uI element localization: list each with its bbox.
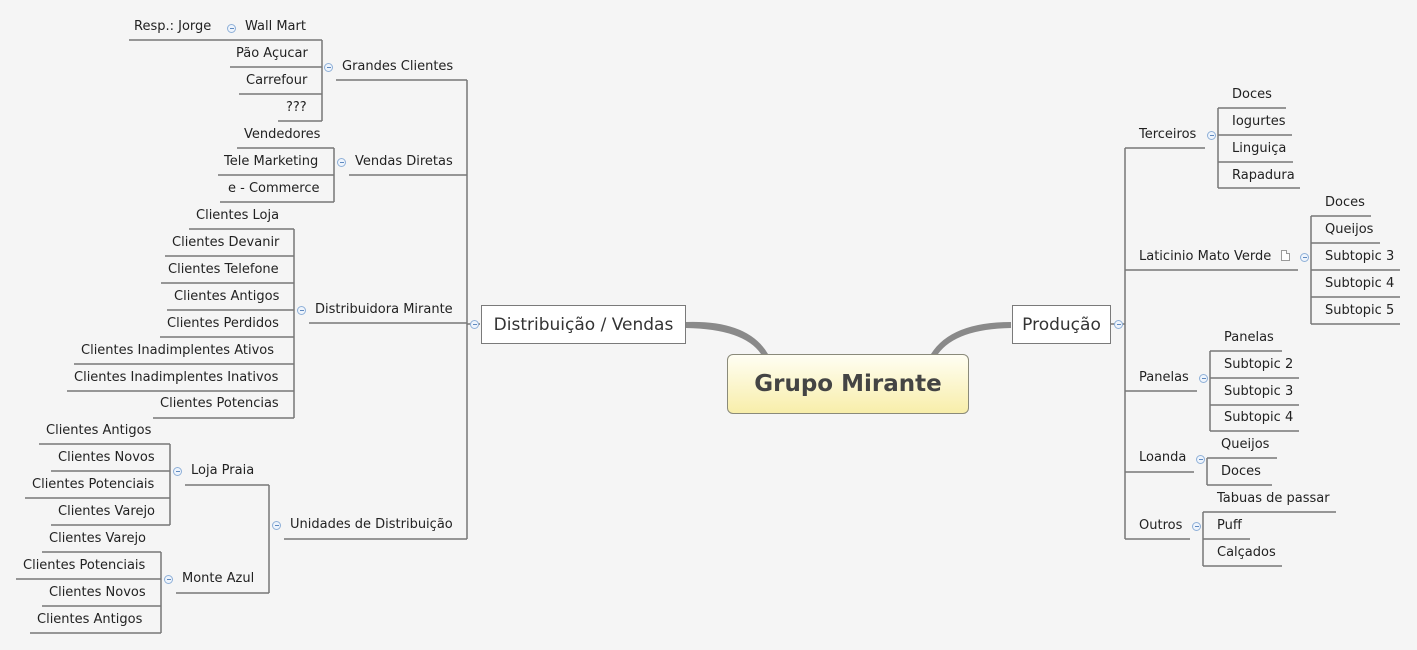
subtopic-item[interactable]: Clientes Antigos [37, 612, 143, 627]
subtopic-item[interactable]: Subtopic 4 [1325, 276, 1395, 291]
subtopic-item[interactable]: ??? [286, 100, 307, 115]
collapse-icon[interactable] [1300, 253, 1309, 262]
collapse-icon[interactable] [324, 63, 333, 72]
topic-panelas[interactable]: Panelas [1139, 370, 1189, 385]
topic-distribuidora-mirante[interactable]: Distribuidora Mirante [315, 302, 453, 317]
subtopic-item[interactable]: Pão Açucar [236, 46, 308, 61]
collapse-icon[interactable] [227, 24, 236, 33]
subtopic-item[interactable]: Clientes Varejo [49, 531, 147, 546]
subtopic-item[interactable]: e - Commerce [228, 181, 320, 196]
subtopic-item[interactable]: Clientes Perdidos [167, 316, 279, 331]
topic-outros[interactable]: Outros [1139, 518, 1183, 533]
collapse-icon[interactable] [272, 521, 281, 530]
collapse-icon[interactable] [470, 320, 479, 329]
subtopic-item[interactable]: Clientes Varejo [58, 504, 156, 519]
collapse-icon[interactable] [337, 158, 346, 167]
subtopic-item[interactable]: Doces [1325, 195, 1365, 210]
subtopic-item[interactable]: Queijos [1325, 222, 1374, 237]
collapse-icon[interactable] [173, 467, 182, 476]
subtopic-item[interactable]: Queijos [1221, 437, 1270, 452]
collapse-icon[interactable] [297, 306, 306, 315]
subtopic-item[interactable]: Subtopic 4 [1224, 410, 1294, 425]
subtopic-item[interactable]: Clientes Antigos [174, 289, 280, 304]
subtopic-item[interactable]: Calçados [1217, 545, 1276, 560]
note-icon[interactable] [1281, 250, 1290, 261]
subtopic-item[interactable]: Clientes Novos [49, 585, 146, 600]
main-topic-producao[interactable]: Produção [1012, 305, 1111, 344]
main-topic-distribuicao[interactable]: Distribuição / Vendas [481, 305, 686, 344]
topic-unidades-distribuicao[interactable]: Unidades de Distribuição [290, 517, 453, 532]
collapse-icon[interactable] [1192, 522, 1201, 531]
subtopic-item[interactable]: Wall Mart [245, 19, 306, 34]
topic-vendas-diretas[interactable]: Vendas Diretas [355, 154, 453, 169]
collapse-icon[interactable] [1114, 320, 1123, 329]
subtopic-item[interactable]: Doces [1221, 464, 1261, 479]
subtopic-item[interactable]: Clientes Loja [196, 208, 280, 223]
subtopic-item[interactable]: Puff [1217, 518, 1242, 533]
subtopic-item[interactable]: Subtopic 3 [1325, 249, 1395, 264]
subtopic-item[interactable]: Clientes Potencias [160, 396, 279, 411]
subtopic-item[interactable]: Clientes Telefone [168, 262, 279, 277]
subtopic-item[interactable]: Subtopic 3 [1224, 384, 1294, 399]
collapse-icon[interactable] [1196, 455, 1205, 464]
subtopic-item[interactable]: Iogurtes [1232, 114, 1286, 129]
subtopic-item[interactable]: Clientes Novos [58, 450, 155, 465]
topic-monte-azul[interactable]: Monte Azul [182, 571, 255, 586]
subtopic-item[interactable]: Clientes Inadimplentes Ativos [81, 343, 275, 358]
subtopic-item[interactable]: Clientes Potenciais [23, 558, 146, 573]
subtopic-item[interactable]: Clientes Antigos [46, 423, 152, 438]
subtopic-item[interactable]: Subtopic 5 [1325, 303, 1395, 318]
collapse-icon[interactable] [1207, 131, 1216, 140]
subtopic-item[interactable]: Doces [1232, 87, 1272, 102]
topic-loja-praia[interactable]: Loja Praia [191, 463, 255, 478]
central-topic[interactable]: Grupo Mirante [727, 354, 969, 414]
resp-label: Resp.: Jorge [134, 19, 212, 34]
subtopic-item[interactable]: Clientes Potenciais [32, 477, 155, 492]
subtopic-item[interactable]: Clientes Devanir [172, 235, 280, 250]
collapse-icon[interactable] [164, 575, 173, 584]
topic-loanda[interactable]: Loanda [1139, 450, 1187, 465]
subtopic-item[interactable]: Tabuas de passar [1217, 491, 1330, 506]
subtopic-item[interactable]: Linguiça [1232, 141, 1287, 156]
subtopic-item[interactable]: Clientes Inadimplentes Inativos [74, 370, 279, 385]
subtopic-item[interactable]: Carrefour [246, 73, 308, 88]
topic-terceiros[interactable]: Terceiros [1139, 127, 1197, 142]
collapse-icon[interactable] [1199, 374, 1208, 383]
subtopic-item[interactable]: Rapadura [1232, 168, 1295, 183]
subtopic-item[interactable]: Vendedores [244, 127, 321, 142]
subtopic-item[interactable]: Panelas [1224, 330, 1274, 345]
subtopic-item[interactable]: Subtopic 2 [1224, 357, 1294, 372]
topic-grandes-clientes[interactable]: Grandes Clientes [342, 59, 454, 74]
subtopic-item[interactable]: Tele Marketing [224, 154, 319, 169]
topic-laticinio-mato-verde[interactable]: Laticinio Mato Verde [1139, 249, 1272, 264]
